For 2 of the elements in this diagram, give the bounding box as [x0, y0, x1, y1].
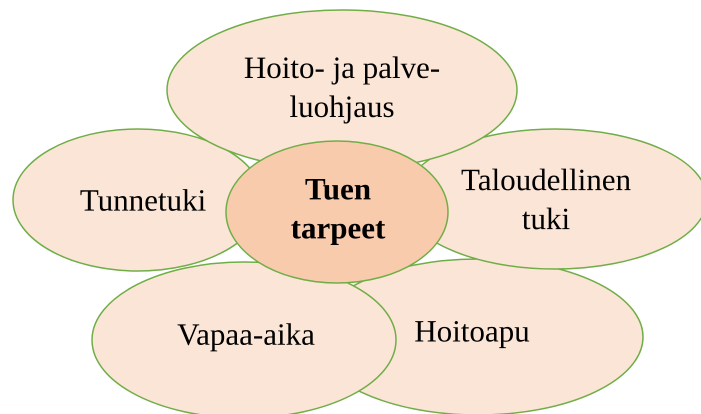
node-label: Vapaa-aika — [178, 323, 314, 352]
node-label: Hoitoapu — [415, 320, 530, 348]
